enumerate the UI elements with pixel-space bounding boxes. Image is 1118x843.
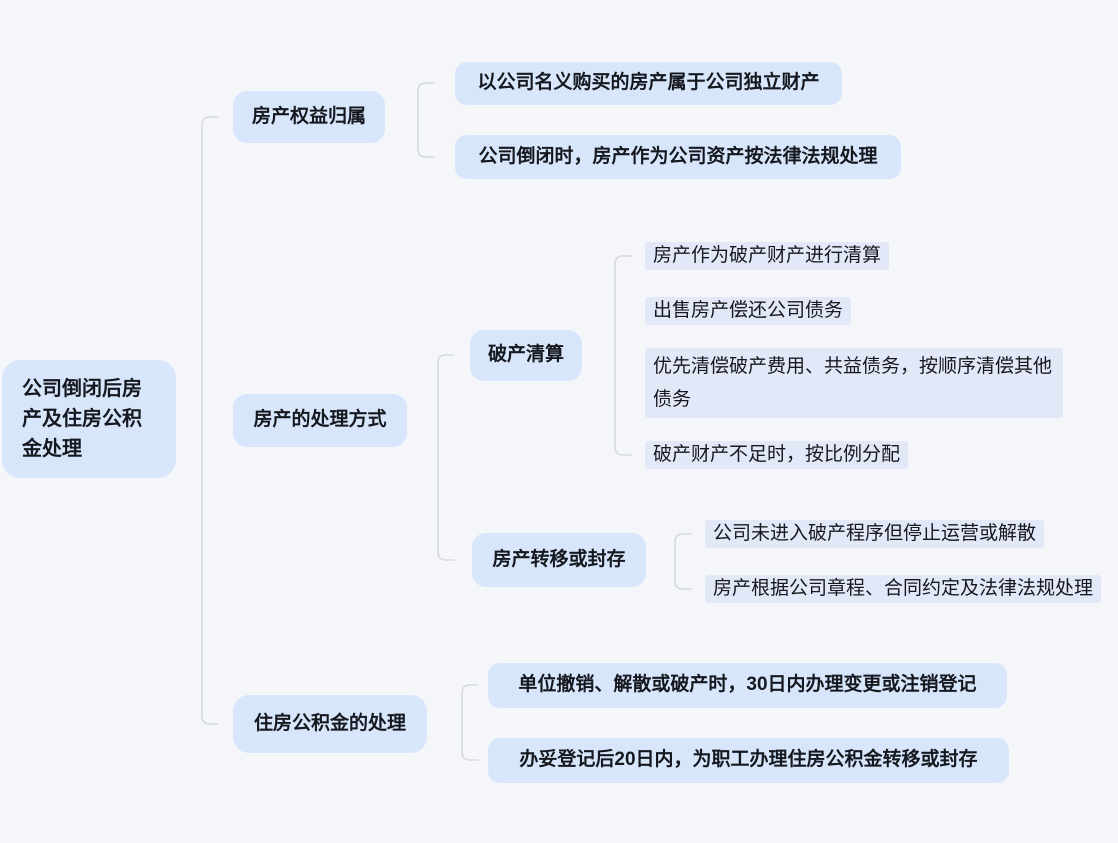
node-priority-repayment-order[interactable]: 优先清偿破产费用、共益债务，按顺序清偿其他债务 [645,348,1063,418]
connector-branch2-bracket [461,684,479,761]
node-register-change-30days[interactable]: 单位撤销、解散或破产时，30日内办理变更或注销登记 [488,663,1007,708]
connector-transfer-bracket [674,533,692,590]
node-housing-fund-handling[interactable]: 住房公积金的处理 [233,695,427,753]
connector-liquidation-bracket [614,255,632,456]
node-no-bankruptcy-but-stopped[interactable]: 公司未进入破产程序但停止运营或解散 [705,520,1045,548]
node-company-owned-property[interactable]: 以公司名义购买的房产属于公司独立财产 [455,62,842,105]
node-property-as-company-asset[interactable]: 公司倒闭时，房产作为公司资产按法律法规处理 [455,135,901,179]
connector-branch1-bracket [437,354,455,561]
node-root[interactable]: 公司倒闭后房产及住房公积金处理 [2,360,176,478]
connector-root-bracket [201,116,219,725]
node-sell-property-repay-debt[interactable]: 出售房产偿还公司债务 [645,297,852,325]
node-proportional-distribution[interactable]: 破产财产不足时，按比例分配 [645,441,909,469]
node-handling-methods[interactable]: 房产的处理方式 [233,394,407,447]
node-property-rights[interactable]: 房产权益归属 [233,91,385,143]
node-bankruptcy-liquidation[interactable]: 破产清算 [470,330,582,381]
node-transfer-or-seal[interactable]: 房产转移或封存 [472,533,646,587]
node-transfer-fund-20days[interactable]: 办妥登记后20日内，为职工办理住房公积金转移或封存 [488,738,1009,783]
connector-branch0-bracket [417,82,435,158]
node-per-charter-contract-law[interactable]: 房产根据公司章程、合同约定及法律法规处理 [705,575,1102,603]
node-liquidation-of-property[interactable]: 房产作为破产财产进行清算 [645,242,890,270]
